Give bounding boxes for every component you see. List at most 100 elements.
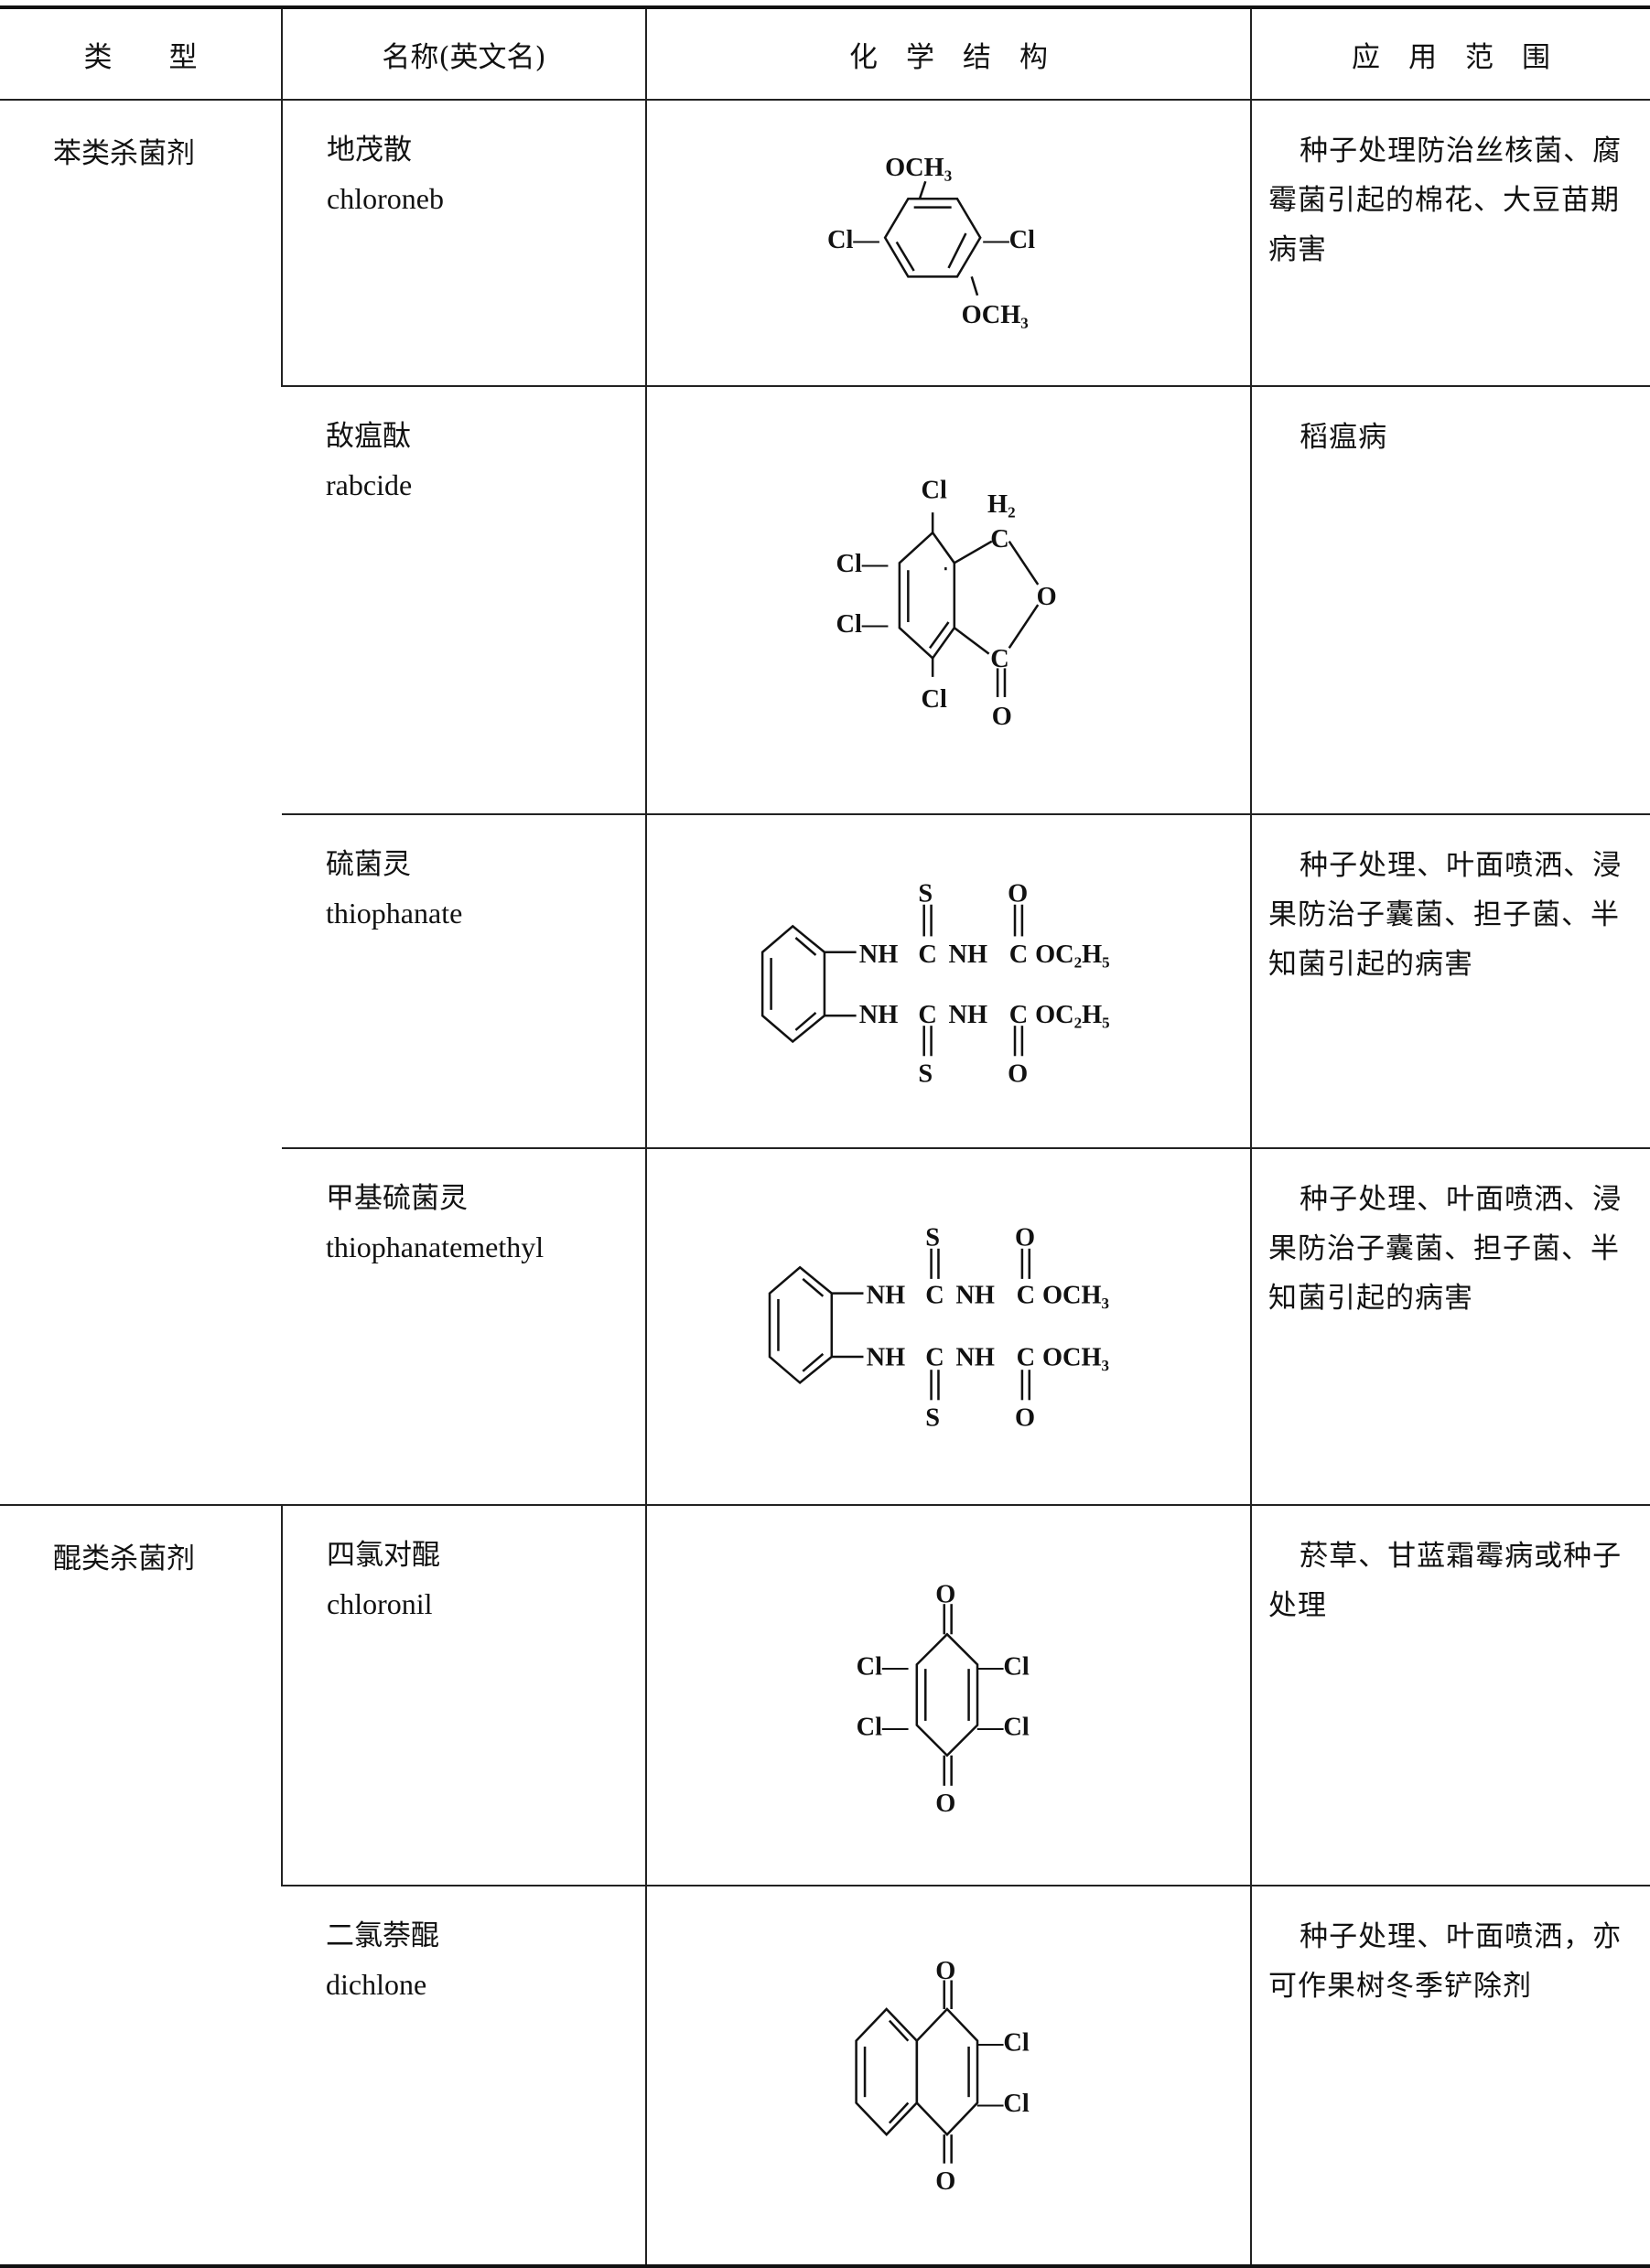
cl-left: Cl— [827,226,879,254]
name-en: chloronil [327,1586,433,1620]
cl-left-1: Cl— [857,1652,909,1681]
s-bottom: S [918,1060,933,1089]
name-cn: 二氯萘醌 [326,1919,439,1953]
c-1: C [918,941,936,969]
table-row: 甲基硫菌灵 thiophanatemethyl S O NH C NH C OCH… [0,1146,1650,1505]
table-row: 苯类杀菌剂 地茂散 chloroneb OCH₃ OCH₃ Cl— —Cl 种子处… [0,99,1650,1505]
cl-top: Cl [922,476,947,504]
och3-top: OCH₃ [885,154,952,182]
ester-2: OC₂H₅ [1035,1001,1110,1029]
h2-label: H₂ [987,490,1016,519]
name-en: thiophanatemethyl [326,1230,545,1263]
och3-bottom: OCH₃ [962,301,1029,329]
cl-1: —Cl [976,2029,1030,2058]
nh-4: NH [955,1343,995,1371]
c-3: C [925,1343,944,1371]
structure-cell: O O —Cl —Cl [645,1885,1251,2267]
cl-bottom: Cl [922,685,947,714]
s-top: S [925,1223,940,1252]
nh-3: NH [859,1001,899,1029]
structure-cell: OCH₃ OCH₃ Cl— —Cl [645,99,1251,386]
name-cell: 地茂散 chloroneb [281,99,646,386]
cl-right-2: —Cl [976,1713,1030,1741]
name-en: dichlone [326,1968,427,2002]
nh-2: NH [949,941,988,969]
application-cell: 种子处理、叶面喷洒、浸果防治子囊菌、担子菌、半知菌引起的病害 [1250,813,1650,1148]
fungicide-table: 类 型 名称(英文名) 化 学 结 构 应 用 范 围 苯类杀菌剂 地茂散 chl… [0,5,1650,2268]
ester-1: OCH₃ [1042,1282,1109,1310]
name-cn: 硫菌灵 [326,848,411,882]
o-ring-label: O [1037,583,1057,611]
o-top: O [935,1957,955,1985]
nh-2: NH [955,1282,995,1310]
name-cn: 四氯对醌 [327,1538,440,1572]
name-en: thiophanate [326,897,463,930]
c-4: C [1009,1001,1028,1029]
nh-4: NH [949,1001,988,1029]
chloranil-structure: O O Cl— Cl— —Cl —Cl [857,1580,1030,1818]
o-top: O [935,1580,955,1608]
ester-2: OCH₃ [1042,1343,1109,1371]
header-row: 类 型 名称(英文名) 化 学 结 构 应 用 范 围 [0,7,1650,100]
table-row: 敌瘟酞 rabcide Cl Cl— Cl— Cl H₂ C O C O 稻瘟病 [0,384,1650,815]
c-4: C [1017,1343,1035,1371]
name-cn: 甲基硫菌灵 [326,1181,468,1215]
table-row: 二氯萘醌 dichlone O O —Cl —Cl 种子处理、叶面喷洒，亦可作果树… [0,1885,1650,2267]
cl-right-1: —Cl [976,1652,1030,1681]
cl-left-2: Cl— [857,1713,909,1741]
name-cell: 硫菌灵 thiophanate [282,813,646,1148]
cl-right: —Cl [982,226,1035,254]
c-3: C [918,1001,936,1029]
name-cell: 甲基硫菌灵 thiophanatemethyl [282,1146,646,1505]
application-cell: 种子处理、叶面喷洒、浸果防治子囊菌、担子菌、半知菌引起的病害 [1250,1146,1650,1505]
ester-1: OC₂H₅ [1035,941,1110,969]
nh-1: NH [867,1282,906,1310]
header-name: 名称(英文名) [281,7,646,100]
o-top: O [1015,1223,1035,1252]
c-label-2: C [990,644,1008,672]
nh-3: NH [867,1343,906,1371]
s-top: S [918,880,933,908]
o-bottom: O [1015,1404,1035,1433]
c-2: C [1017,1282,1035,1310]
dichlone-structure: O O —Cl —Cl [855,1957,1030,2196]
name-en: chloroneb [327,182,444,215]
type-cell: 醌类杀菌剂 [0,1503,282,2267]
o-bottom: O [1008,1060,1028,1089]
name-cell: 敌瘟酞 rabcide [282,384,646,815]
rabcide-structure: Cl Cl— Cl— Cl H₂ C O C O [836,476,1057,731]
c-2: C [1009,941,1028,969]
structure-cell: Cl Cl— Cl— Cl H₂ C O C O [645,384,1251,815]
thiophanate-structure: S O NH C NH C OC₂H₅ NH C NH C OC₂H₅ S O [760,880,1110,1089]
structure-cell: S O NH C NH C OC₂H₅ NH C NH C OC₂H₅ S O [645,813,1251,1148]
application-cell: 稻瘟病 [1250,384,1650,815]
s-bottom: S [925,1404,940,1433]
thiophanate-methyl-structure: S O NH C NH C OCH₃ NH C NH C OCH₃ S O [768,1223,1109,1433]
o-top: O [1008,880,1028,908]
c-label-1: C [990,525,1008,554]
type-cell: 苯类杀菌剂 [0,99,282,1505]
o-bottom: O [935,1790,955,1818]
application-cell: 种子处理防治丝核菌、腐霉菌引起的棉花、大豆苗期病害 [1250,99,1650,386]
nh-1: NH [859,941,899,969]
cl-2: —Cl [976,2090,1030,2118]
cl-left-1: Cl— [836,549,889,577]
o-keto-label: O [992,702,1012,730]
structure-cell: O O Cl— Cl— —Cl —Cl [645,1503,1251,1886]
table-row: 硫菌灵 thiophanate S O NH C NH C OC₂H₅ NH C … [0,813,1650,1148]
header-type: 类 型 [83,40,198,74]
name-cn: 敌瘟酞 [326,419,411,453]
name-cn: 地茂散 [327,134,412,167]
application-cell: 种子处理、叶面喷洒，亦可作果树冬季铲除剂 [1250,1885,1650,2267]
c-1: C [925,1282,944,1310]
name-en: rabcide [326,468,413,501]
cl-left-2: Cl— [836,610,889,639]
name-cell: 二氯萘醌 dichlone [282,1885,646,2267]
application-cell: 菸草、甘蓝霜霉病或种子处理 [1250,1503,1650,1886]
o-bottom: O [935,2167,955,2196]
name-cell: 四氯对醌 chloronil [281,1503,646,1886]
chloroneb-structure: OCH₃ OCH₃ Cl— —Cl [827,154,1035,329]
header-application: 应 用 范 围 [1250,7,1650,100]
header-structure: 化 学 结 构 [645,7,1251,100]
